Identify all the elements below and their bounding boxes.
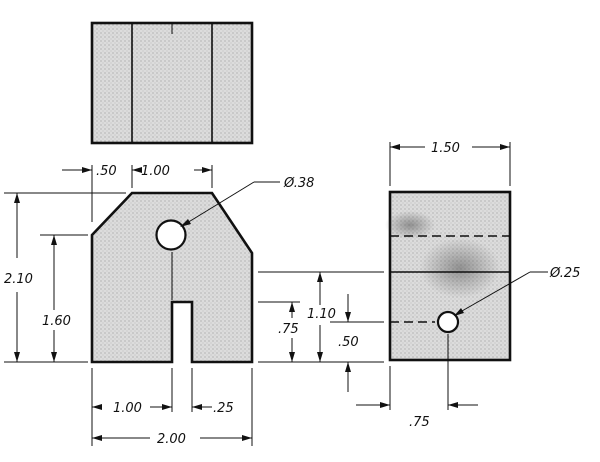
- arrowhead: [289, 302, 295, 312]
- arrowhead: [345, 312, 351, 322]
- dim-slot-width: .25: [213, 401, 234, 416]
- smudge-shading: [385, 211, 435, 239]
- arrowhead: [380, 402, 390, 408]
- top-view-outline: [90, 21, 254, 145]
- arrowhead: [289, 352, 295, 362]
- front-view-hole: [155, 219, 187, 251]
- dim-slot-height: .75: [278, 322, 299, 337]
- arrowhead: [242, 435, 252, 441]
- smudge-shading: [420, 238, 500, 298]
- arrowhead: [345, 362, 351, 372]
- arrowhead: [317, 272, 323, 282]
- arrowhead: [317, 352, 323, 362]
- dim-hole-height: .50: [338, 335, 359, 350]
- front-view: .50 1.00 2.10 1.60 1.00 .25 2.00: [4, 164, 314, 447]
- arrowhead: [500, 144, 510, 150]
- arrowhead: [448, 402, 458, 408]
- dim-side-hole-diameter: Ø.25: [549, 266, 580, 281]
- arrowhead: [180, 219, 191, 227]
- arrowhead: [14, 352, 20, 362]
- arrowhead: [454, 308, 464, 316]
- arrowhead: [192, 404, 202, 410]
- leader-line: [454, 271, 531, 316]
- arrowhead: [51, 235, 57, 245]
- arrowhead: [202, 167, 212, 173]
- arrowhead: [92, 435, 102, 441]
- dim-line-height: 1.10: [307, 307, 336, 322]
- side-view-hole: [436, 310, 460, 334]
- top-view: [90, 21, 254, 145]
- dim-top-width: 1.00: [141, 164, 170, 179]
- dim-top-offset: .50: [96, 164, 117, 179]
- arrowhead: [14, 193, 20, 203]
- dim-slot-offset: 1.00: [113, 401, 142, 416]
- side-view: 1.50 1.10 .75 .50 .75 Ø.25: [258, 141, 580, 430]
- dim-overall-height: 2.10: [4, 272, 33, 287]
- dim-hole-diameter: Ø.38: [283, 176, 314, 191]
- leader-line: [181, 181, 255, 227]
- arrowhead: [51, 352, 57, 362]
- arrowhead: [390, 144, 400, 150]
- arrowhead: [82, 167, 92, 173]
- dim-shoulder-height: 1.60: [42, 314, 71, 329]
- arrowhead: [162, 404, 172, 410]
- dim-hole-offset: .75: [409, 415, 430, 430]
- dim-side-width: 1.50: [431, 141, 460, 156]
- arrowhead: [92, 404, 102, 410]
- dim-overall-width: 2.00: [157, 432, 186, 447]
